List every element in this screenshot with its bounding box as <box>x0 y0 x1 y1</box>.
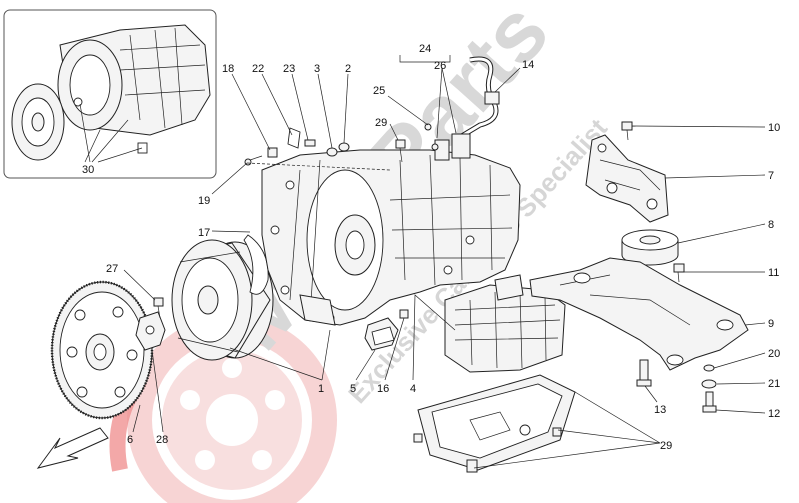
part-mount-block <box>364 317 399 351</box>
callout-22: 22 <box>252 63 264 75</box>
part-bolt-11 <box>673 263 685 283</box>
part-wiring-harness <box>424 56 500 161</box>
callout-29-top: 29 <box>375 117 387 129</box>
part-oil-pan <box>413 374 576 473</box>
callout-19: 19 <box>198 195 210 207</box>
callout-14: 14 <box>522 59 534 71</box>
callout-21: 21 <box>768 378 780 390</box>
leader-lines <box>123 55 766 469</box>
part-gasket <box>243 234 269 295</box>
callout-4: 4 <box>410 383 416 395</box>
part-bolt-27 <box>153 297 164 319</box>
callout-18: 18 <box>222 63 234 75</box>
callout-17: 17 <box>198 227 210 239</box>
callout-28: 28 <box>156 434 168 446</box>
callout-6: 6 <box>127 434 133 446</box>
inset-torque-converter <box>11 83 148 161</box>
part-bolt-10 <box>621 121 633 141</box>
callout-5: 5 <box>350 383 356 395</box>
callout-24: 24 <box>419 43 431 55</box>
callout-1: 1 <box>318 383 324 395</box>
part-transmission-case <box>261 149 521 326</box>
callout-26: 26 <box>434 60 446 72</box>
callouts: 18 22 23 3 2 24 26 14 25 29 19 17 27 1 5… <box>106 43 780 452</box>
callout-27: 27 <box>106 263 118 275</box>
callout-9: 9 <box>768 318 774 330</box>
direction-arrow <box>36 427 109 469</box>
callout-2: 2 <box>345 63 351 75</box>
callout-12: 12 <box>768 408 780 420</box>
part-washers-20-21 <box>701 364 717 389</box>
part-valve-body <box>444 274 566 373</box>
part-bolt-29-top <box>395 139 406 163</box>
callout-3: 3 <box>314 63 320 75</box>
part-flywheel <box>50 280 154 420</box>
inset-transmission <box>57 24 211 136</box>
part-bolt-12 <box>702 391 717 413</box>
callout-30: 30 <box>82 164 94 176</box>
callout-10: 10 <box>768 122 780 134</box>
callout-23: 23 <box>283 63 295 75</box>
callout-8: 8 <box>768 219 774 231</box>
callout-11: 11 <box>768 267 779 279</box>
callout-16: 16 <box>377 383 389 395</box>
callout-13: 13 <box>654 404 666 416</box>
part-rubber-mount <box>621 229 679 266</box>
part-crossmember <box>529 257 749 371</box>
part-adapter-plate <box>135 311 166 351</box>
callout-29-bottom: 29 <box>660 440 672 452</box>
inset-panel: 30 <box>3 9 217 179</box>
callout-7: 7 <box>768 170 774 182</box>
part-bolt-13 <box>636 359 652 387</box>
part-bolt-16 <box>399 309 409 319</box>
part-mount-bracket <box>585 134 669 223</box>
callout-25: 25 <box>373 85 385 97</box>
callout-20: 20 <box>768 348 780 360</box>
watermark-logo-wheel <box>109 315 337 503</box>
